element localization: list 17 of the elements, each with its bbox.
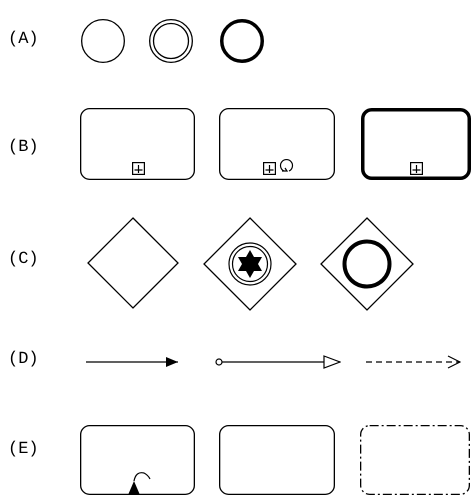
activity-box	[219, 108, 335, 180]
row-label: (A)	[8, 30, 39, 49]
gateway-diamond	[320, 217, 414, 311]
activity-box	[219, 425, 335, 495]
row-label: (B)	[8, 138, 39, 157]
activity-box	[80, 425, 195, 495]
gateway-diamond	[87, 217, 179, 309]
activity-box	[80, 108, 195, 180]
event-circle	[149, 19, 193, 63]
event-circle	[81, 19, 125, 63]
row-label: (D)	[8, 350, 39, 369]
event-circle	[220, 19, 264, 63]
row-label: (C)	[8, 250, 39, 269]
gateway-diamond	[203, 217, 297, 311]
activity-box	[361, 108, 471, 180]
row-label: (E)	[8, 440, 39, 459]
activity-box	[360, 425, 470, 495]
